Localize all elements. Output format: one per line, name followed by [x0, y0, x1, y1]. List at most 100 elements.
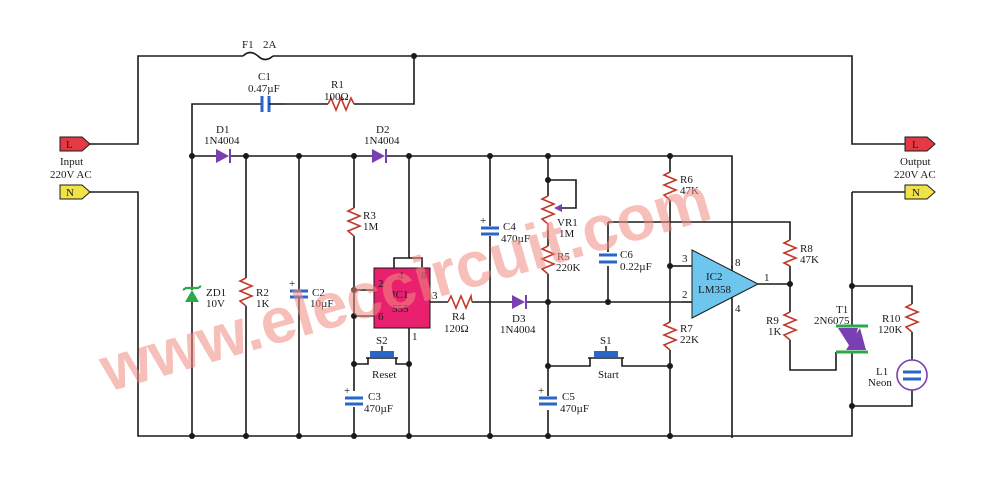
svg-text:ZD1: ZD1: [206, 287, 226, 299]
svg-text:R3: R3: [363, 210, 376, 222]
svg-text:D1: D1: [216, 124, 229, 136]
svg-text:C3: C3: [368, 391, 381, 403]
svg-text:R10: R10: [882, 313, 901, 325]
svg-text:+: +: [538, 385, 544, 397]
svg-text:470µF: 470µF: [560, 403, 589, 415]
output-L-terminal: L: [904, 136, 936, 152]
svg-text:2: 2: [378, 278, 384, 290]
resistor-R2: R2 1K: [237, 277, 270, 310]
ic1-555: IC1 555 4 8 2 6 3 1: [373, 267, 438, 343]
svg-text:6: 6: [378, 311, 384, 323]
svg-text:+: +: [344, 385, 350, 397]
svg-text:T1: T1: [836, 304, 848, 316]
svg-text:C4: C4: [503, 221, 516, 233]
svg-text:R6: R6: [680, 174, 693, 186]
input-N-terminal: N: [59, 184, 91, 200]
input-voltage-label: 220V AC: [50, 169, 92, 181]
svg-text:1: 1: [412, 331, 418, 343]
svg-text:IC2: IC2: [706, 271, 723, 283]
zener-ZD1: ZD1 10V: [182, 285, 226, 310]
watermark-text: www.eleccircuit.com: [91, 162, 718, 405]
svg-text:R7: R7: [680, 323, 693, 335]
terminal-label: N: [66, 187, 74, 199]
svg-text:0.47µF: 0.47µF: [248, 83, 280, 95]
svg-text:+: +: [480, 215, 486, 227]
diode-D2: D2 1N4004: [364, 124, 400, 163]
neon-lamp-L1: L1 Neon: [868, 359, 928, 391]
output-N-terminal: N: [904, 184, 936, 200]
svg-text:D3: D3: [512, 313, 526, 325]
input-label: Input: [60, 156, 83, 168]
resistor-R3: R3 1M: [345, 207, 379, 237]
svg-text:+: +: [289, 278, 295, 290]
svg-text:IC1: IC1: [392, 289, 409, 301]
svg-text:0.22µF: 0.22µF: [620, 261, 652, 273]
svg-text:120K: 120K: [878, 324, 903, 336]
svg-text:VR1: VR1: [557, 217, 578, 229]
svg-text:Start: Start: [598, 369, 619, 381]
svg-text:R2: R2: [256, 287, 269, 299]
svg-text:1K: 1K: [768, 326, 782, 338]
svg-text:Reset: Reset: [372, 369, 396, 381]
terminal-label: L: [66, 139, 73, 151]
svg-text:R1: R1: [331, 79, 344, 91]
svg-text:470µF: 470µF: [364, 403, 393, 415]
svg-text:R9: R9: [766, 315, 779, 327]
svg-text:2: 2: [682, 289, 688, 301]
output-label: Output: [900, 156, 931, 168]
svg-text:4: 4: [398, 270, 404, 282]
resistor-R8: R8 47K: [781, 239, 819, 267]
svg-text:1M: 1M: [559, 228, 575, 240]
svg-text:LM358: LM358: [698, 284, 732, 296]
svg-text:1: 1: [764, 272, 770, 284]
triac-T1: T1 2N6075: [814, 304, 868, 354]
resistor-R9: R9 1K: [766, 311, 799, 341]
fuse-F1: F1 2A: [242, 39, 277, 61]
svg-text:1N4004: 1N4004: [364, 135, 400, 147]
capacitor-C5: + C5 470µF: [538, 385, 589, 415]
resistor-R5: R5 220K: [539, 245, 581, 275]
ic2-lm358-opamp: IC2 LM358 3 8 2 4 1: [682, 249, 770, 319]
resistor-R6: R6 47K: [661, 171, 699, 201]
svg-text:R4: R4: [452, 311, 465, 323]
capacitor-C3: + C3 470µF: [344, 385, 393, 415]
svg-text:3: 3: [682, 253, 688, 265]
resistor-R10: R10 120K: [878, 303, 921, 336]
start-switch-S1: S1 Start: [588, 335, 624, 381]
svg-text:S2: S2: [376, 335, 388, 347]
diode-D1: D1 1N4004: [204, 124, 240, 163]
svg-text:47K: 47K: [680, 185, 699, 197]
diode-D3: D3 1N4004: [500, 295, 536, 336]
capacitor-C1: C1 0.47µF: [248, 71, 282, 112]
svg-text:L1: L1: [876, 366, 888, 378]
capacitor-C4: + C4 470µF: [480, 215, 530, 245]
capacitor-C6: C6 0.22µF: [599, 249, 652, 273]
reset-switch-S2: S2 Reset: [366, 335, 398, 381]
svg-text:22K: 22K: [680, 334, 699, 346]
svg-text:S1: S1: [600, 335, 612, 347]
svg-text:8: 8: [735, 257, 741, 269]
output-voltage-label: 220V AC: [894, 169, 936, 181]
svg-text:100Ω: 100Ω: [324, 91, 349, 103]
svg-text:10V: 10V: [206, 298, 225, 310]
svg-text:120Ω: 120Ω: [444, 323, 469, 335]
capacitor-C2: + C2 10µF: [289, 278, 333, 310]
svg-text:555: 555: [392, 303, 409, 315]
terminal-label: L: [912, 139, 919, 151]
potentiometer-VR1: VR1 1M: [539, 195, 578, 240]
svg-text:D2: D2: [376, 124, 389, 136]
junction-dots: [189, 53, 855, 439]
svg-text:220K: 220K: [556, 262, 581, 274]
svg-text:4: 4: [735, 303, 741, 315]
svg-text:1K: 1K: [256, 298, 270, 310]
svg-text:C2: C2: [312, 287, 325, 299]
resistor-R4: R4 120Ω: [444, 293, 473, 335]
wiring: [88, 55, 913, 438]
resistor-R7: R7 22K: [661, 321, 699, 351]
svg-text:F1: F1: [242, 39, 254, 51]
svg-text:Neon: Neon: [868, 377, 892, 389]
svg-text:47K: 47K: [800, 254, 819, 266]
svg-text:C1: C1: [258, 71, 271, 83]
svg-text:470µF: 470µF: [501, 233, 530, 245]
